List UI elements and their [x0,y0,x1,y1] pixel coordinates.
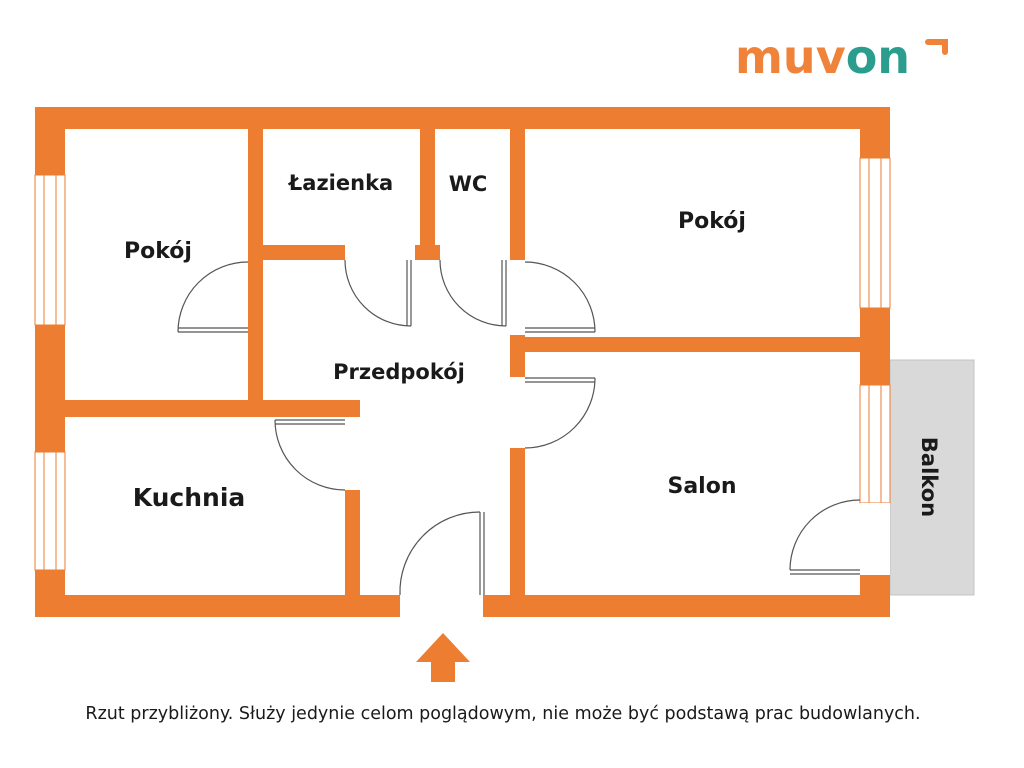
doors [177,259,861,596]
room-label-balkon: Balkon [917,437,941,517]
disclaimer-text: Rzut przybliżony. Służy jedynie celom po… [85,704,920,724]
door-balkon [789,499,861,571]
logo-part-2: v [816,30,846,84]
svg-text:muvon: muvon [735,30,910,84]
room-label-pokoj-left: Pokój [124,239,192,264]
balcony-door-opening [860,503,890,575]
room-label-pokoj-right: Pokój [678,209,746,234]
balcony-area [889,359,975,596]
arrow-up-icon [416,633,470,682]
muvon-logo: muvon [735,30,948,84]
door-pokoj-left [177,261,249,333]
door-pokoj-right [524,261,596,333]
room-label-kuchnia: Kuchnia [133,483,246,512]
logo-part-1: mu [735,30,816,84]
door-kuchnia [274,419,346,491]
windows [34,157,891,571]
logo-part-3: on [846,30,910,84]
room-label-wc: WC [449,172,488,196]
logo-swoosh-icon [925,39,948,55]
room-label-lazienka: Łazienka [288,171,393,195]
room-label-przedpokoj: Przedpokój [333,360,465,384]
room-label-salon: Salon [667,474,736,499]
door-lazienka [344,259,412,327]
door-entrance [399,511,481,596]
door-salon [524,377,596,449]
door-wc [439,259,507,327]
